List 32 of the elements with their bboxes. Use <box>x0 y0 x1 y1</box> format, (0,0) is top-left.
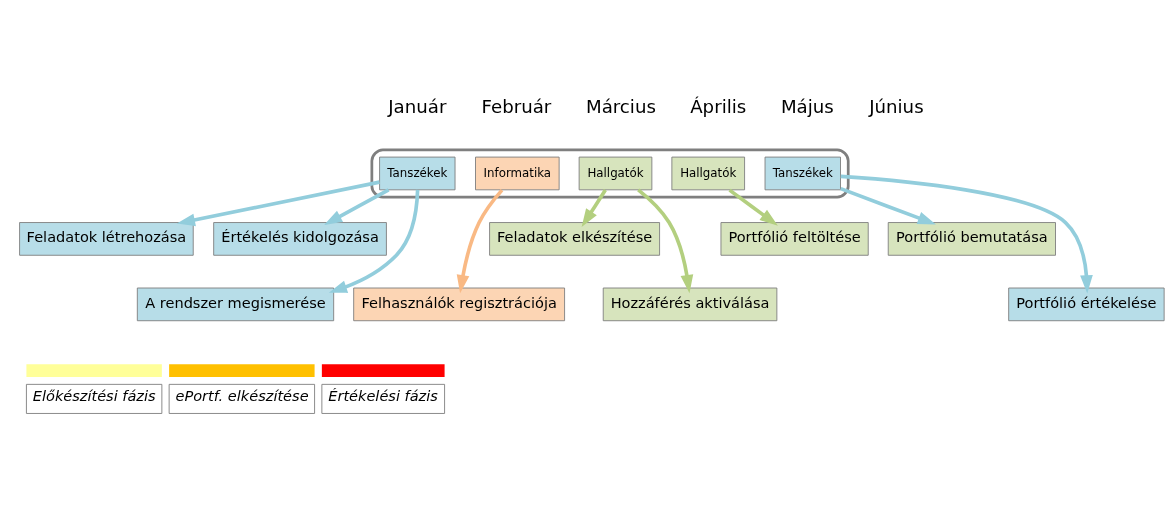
node-box: Feladatok elkészítése <box>489 221 661 256</box>
arrow <box>840 186 936 224</box>
node-box: Informatika <box>475 156 560 190</box>
arrow <box>176 179 380 226</box>
arrow <box>456 188 504 293</box>
node-box: Értékelés kidolgozása <box>213 221 387 256</box>
node-box: A rendszer megismerése <box>136 287 335 321</box>
node-box: Hallgatók <box>671 156 746 190</box>
arrow <box>840 174 1093 293</box>
label: Június <box>869 95 924 117</box>
arrow <box>637 187 694 293</box>
label: Április <box>690 95 747 117</box>
node-box: Hallgatók <box>578 156 653 190</box>
node-box: Feladatok létrehozása <box>19 221 194 256</box>
label: Május <box>780 95 834 117</box>
node-box: Felhasználók regisztrációja <box>353 287 566 321</box>
node-box: Tanszékek <box>764 156 841 190</box>
node-box: Tanszékek <box>379 156 456 190</box>
node-box: Portfólió feltöltése <box>720 221 869 256</box>
cluster <box>370 147 850 198</box>
arrow <box>581 188 607 227</box>
label: Március <box>585 95 656 117</box>
arrow <box>728 188 778 226</box>
legend-label: Előkészítési fázis <box>32 387 156 404</box>
label: Február <box>481 95 552 117</box>
node-box: Portfólió értékelése <box>1008 287 1165 321</box>
legend-label: ePortf. elkészítése <box>175 387 309 404</box>
legend-label: Értékelési fázis <box>328 387 438 404</box>
arrow <box>324 187 390 225</box>
label: Január <box>388 95 447 117</box>
node-box: Portfólió bemutatása <box>887 221 1056 256</box>
node-box: Hozzáférés aktiválása <box>602 287 778 321</box>
